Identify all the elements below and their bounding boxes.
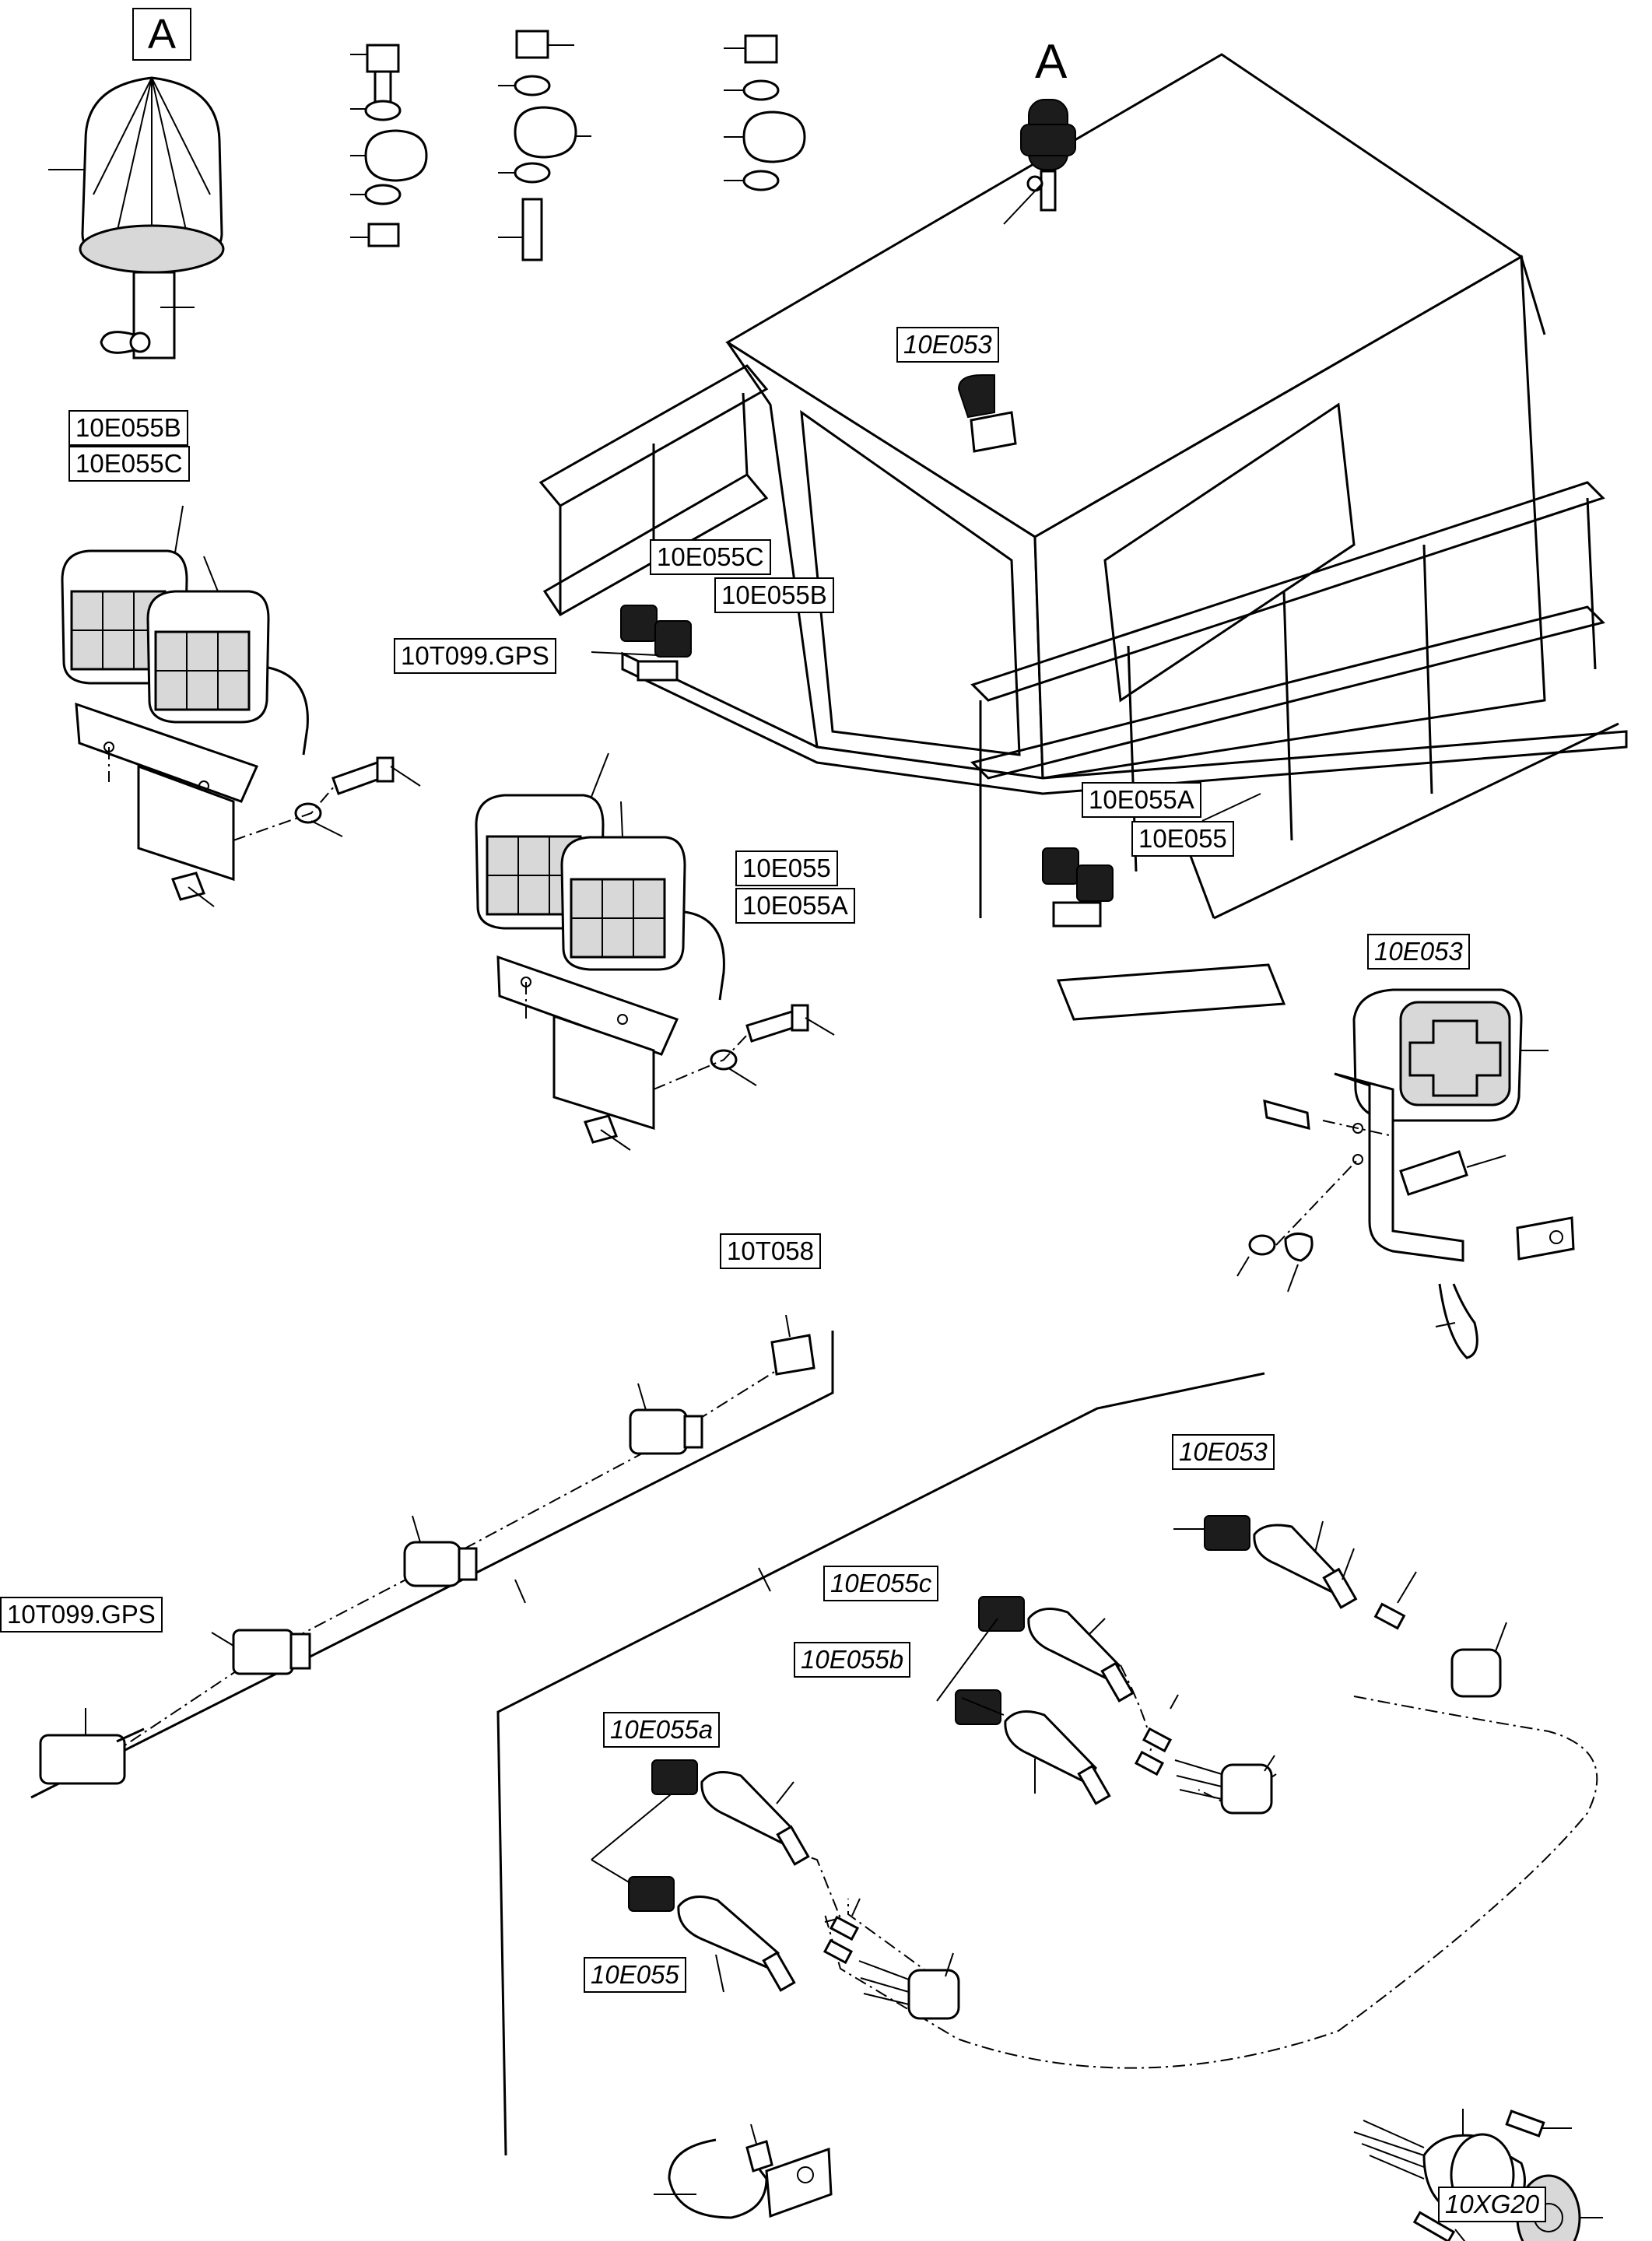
label-10e055a-mid: 10E055A	[735, 888, 855, 924]
label-10e055-cab: 10E055	[1131, 821, 1234, 857]
gps-harness	[30, 1314, 1265, 2156]
label-10e053-cab: 10E053	[896, 327, 999, 363]
label-10t099-gps-cab: 10T099.GPS	[394, 638, 556, 674]
label-10e055b-cab: 10E055B	[714, 577, 834, 613]
label-10xg20: 10XG20	[1438, 2187, 1547, 2222]
label-10e053-harness: 10E053	[1172, 1434, 1275, 1470]
fastener-stack-2	[498, 30, 591, 261]
label-10t099-gps-harness: 10T099.GPS	[0, 1597, 163, 1633]
label-10e055c-top: 10E055C	[68, 446, 190, 482]
cab-assembly	[538, 53, 1628, 1021]
work-lamp-harness	[591, 1515, 1603, 2241]
work-lamp-pair-bracket-1	[61, 505, 421, 907]
label-10e053-beacon: 10E053	[1367, 934, 1470, 970]
detail-a-label: A	[132, 8, 192, 61]
work-lamp-pair-bracket-2	[475, 752, 835, 1151]
square-work-lamp-bracket	[1236, 988, 1575, 1359]
label-10e055b-harness: 10E055b	[794, 1642, 911, 1678]
label-10e055c-cab: 10E055C	[650, 539, 771, 575]
label-10t058: 10T058	[720, 1233, 821, 1269]
label-10e055c-harness: 10E055c	[823, 1566, 939, 1601]
label-10e055a-harness: 10E055a	[603, 1712, 721, 1748]
fastener-stack-1	[350, 44, 428, 247]
fastener-stack-3	[724, 34, 806, 191]
label-10e055b-top: 10E055B	[68, 410, 188, 446]
beacon-lamp-detail	[48, 76, 225, 359]
label-10e055-mid: 10E055	[735, 850, 838, 886]
label-10e055-harness: 10E055	[584, 1957, 686, 1993]
cab-beacon-a-label: A	[1035, 35, 1068, 89]
label-10e055a-cab: 10E055A	[1082, 782, 1201, 818]
